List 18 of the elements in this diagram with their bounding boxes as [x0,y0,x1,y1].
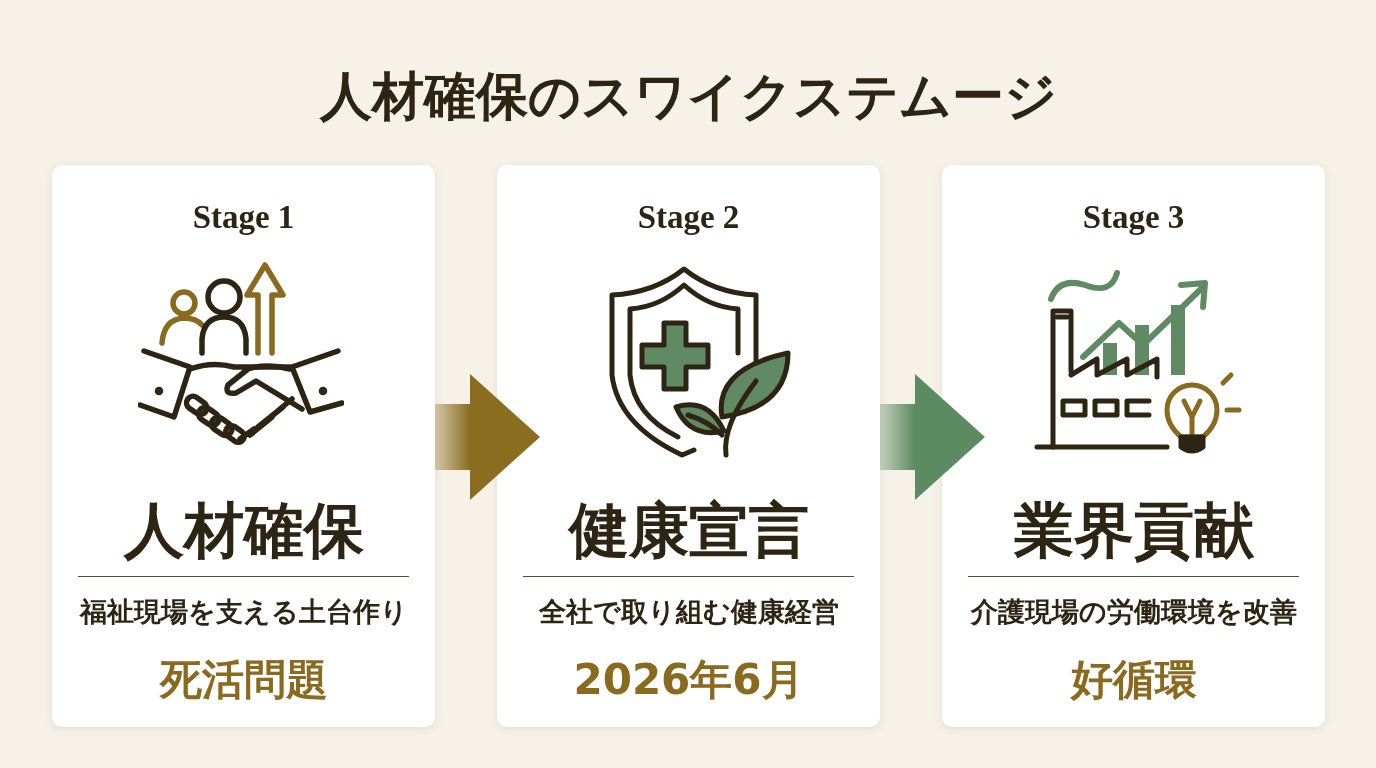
stage-label: Stage 1 [192,199,295,235]
highlight-text: 2026年6月 [573,656,804,704]
stage-card [52,165,435,727]
card-subtitle: 介護現場の労働環境を改善 [970,596,1297,628]
card-subtitle: 福祉現場を支える土台作り [79,596,408,628]
stage-label: Stage 2 [637,199,740,235]
highlight-text: 死活問題 [159,656,328,704]
card-heading: 健康宣言 [568,497,809,563]
arrow [880,374,985,500]
arrow [435,374,540,500]
card-subtitle: 全社で取り組む健康経営 [538,596,839,628]
title: 人材確保のスワイクステムージ [319,66,1057,126]
highlight-text: 好循環 [1070,656,1197,704]
stage-card [497,165,880,727]
stage-label: Stage 3 [1082,199,1185,235]
card-heading: 業界貢献 [1013,497,1254,563]
stage-card [942,165,1325,727]
card-heading: 人材確保 [123,497,364,563]
